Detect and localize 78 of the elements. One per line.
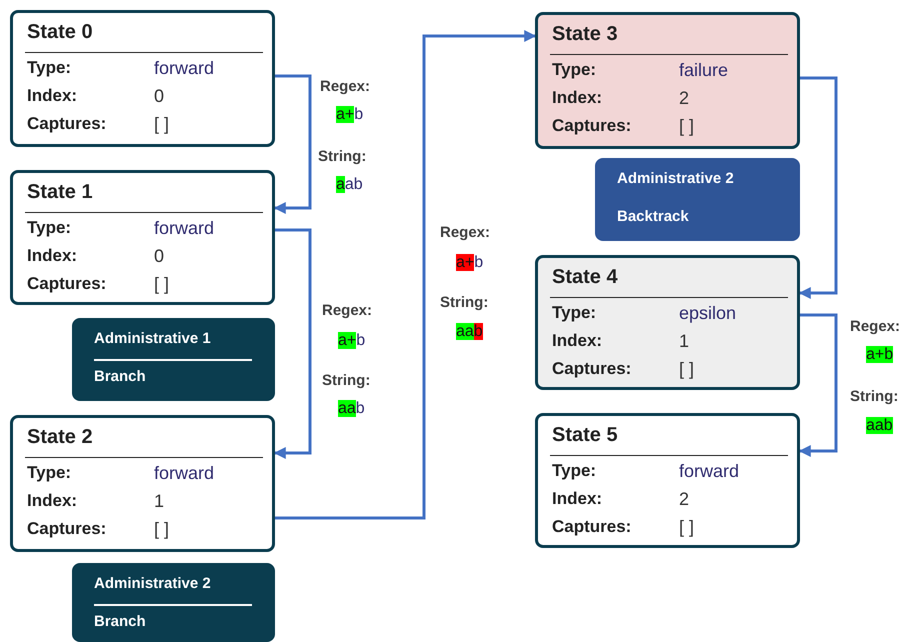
- field-value: failure: [679, 60, 728, 81]
- field-value: [ ]: [154, 519, 170, 540]
- arrow: [275, 30, 536, 520]
- input-string: aab: [338, 400, 365, 418]
- field-label: Index:: [27, 246, 78, 266]
- action-name: Branch: [94, 368, 146, 385]
- field-value: 0: [154, 246, 164, 267]
- field-value: forward: [154, 218, 214, 239]
- action-title: Administrative 2: [617, 170, 734, 187]
- field-heading: String:: [322, 372, 370, 389]
- state-title: State 2: [27, 426, 93, 449]
- field-label: Index:: [552, 489, 602, 509]
- field-label: Index:: [552, 331, 602, 351]
- field-label: Type:: [552, 461, 596, 481]
- field-label: Captures:: [552, 517, 632, 537]
- action-box: [595, 158, 800, 241]
- state-card: [535, 12, 800, 149]
- regex-text: a+b: [338, 332, 366, 350]
- regex-text: a+b: [866, 346, 894, 364]
- input-string: aab: [336, 176, 363, 194]
- field-label: Type:: [552, 60, 596, 80]
- action-name: Branch: [94, 613, 146, 630]
- field-value: 2: [679, 88, 690, 109]
- field-heading: String:: [850, 388, 898, 405]
- field-value: 1: [679, 331, 690, 352]
- field-label: Captures:: [27, 519, 106, 539]
- field-value: forward: [679, 461, 740, 482]
- arrow: [798, 314, 838, 457]
- input-string: aab: [456, 323, 483, 341]
- field-label: Index:: [27, 491, 78, 511]
- field-value: epsilon: [679, 303, 736, 324]
- state-title: State 1: [27, 181, 93, 204]
- field-label: Captures:: [552, 116, 632, 136]
- arrow: [274, 228, 312, 459]
- field-value: 1: [154, 491, 164, 512]
- field-value: forward: [154, 463, 214, 484]
- field-heading: String:: [440, 294, 488, 311]
- field-label: Type:: [27, 218, 72, 238]
- field-label: Captures:: [27, 114, 106, 134]
- field-heading: Regex:: [322, 302, 372, 319]
- field-value: 0: [154, 86, 164, 107]
- field-heading: Regex:: [320, 78, 370, 95]
- arrow: [798, 76, 838, 299]
- action-title: Administrative 2: [94, 575, 211, 592]
- state-title: State 3: [552, 23, 618, 46]
- field-label: Captures:: [27, 274, 106, 294]
- field-heading: Regex:: [850, 318, 900, 335]
- state-title: State 5: [552, 424, 618, 447]
- field-value: [ ]: [679, 359, 694, 380]
- state-card: [10, 10, 275, 147]
- state-card: [10, 415, 275, 552]
- state-title: State 0: [27, 21, 93, 44]
- field-value: forward: [154, 58, 214, 79]
- action-box: [72, 318, 275, 401]
- field-value: [ ]: [679, 116, 694, 137]
- field-label: Type:: [552, 303, 596, 323]
- field-value: [ ]: [154, 114, 170, 135]
- field-value: 2: [679, 489, 690, 510]
- arrow: [274, 74, 312, 214]
- action-title: Administrative 1: [94, 330, 211, 347]
- state-title: State 4: [552, 266, 618, 289]
- input-string: aab: [866, 417, 893, 435]
- action-box: [72, 563, 275, 642]
- action-name: Backtrack: [617, 208, 689, 225]
- field-label: Type:: [27, 463, 72, 483]
- state-card: [535, 413, 800, 548]
- field-label: Captures:: [552, 359, 632, 379]
- field-heading: String:: [318, 148, 366, 165]
- field-label: Index:: [552, 88, 602, 108]
- field-label: Index:: [27, 86, 78, 106]
- regex-text: a+b: [336, 106, 364, 124]
- field-label: Type:: [27, 58, 72, 78]
- regex-text: a+b: [456, 254, 484, 272]
- state-card: [535, 255, 800, 390]
- field-value: [ ]: [679, 517, 694, 538]
- field-heading: Regex:: [440, 224, 490, 241]
- field-value: [ ]: [154, 274, 170, 295]
- state-card: [10, 170, 275, 305]
